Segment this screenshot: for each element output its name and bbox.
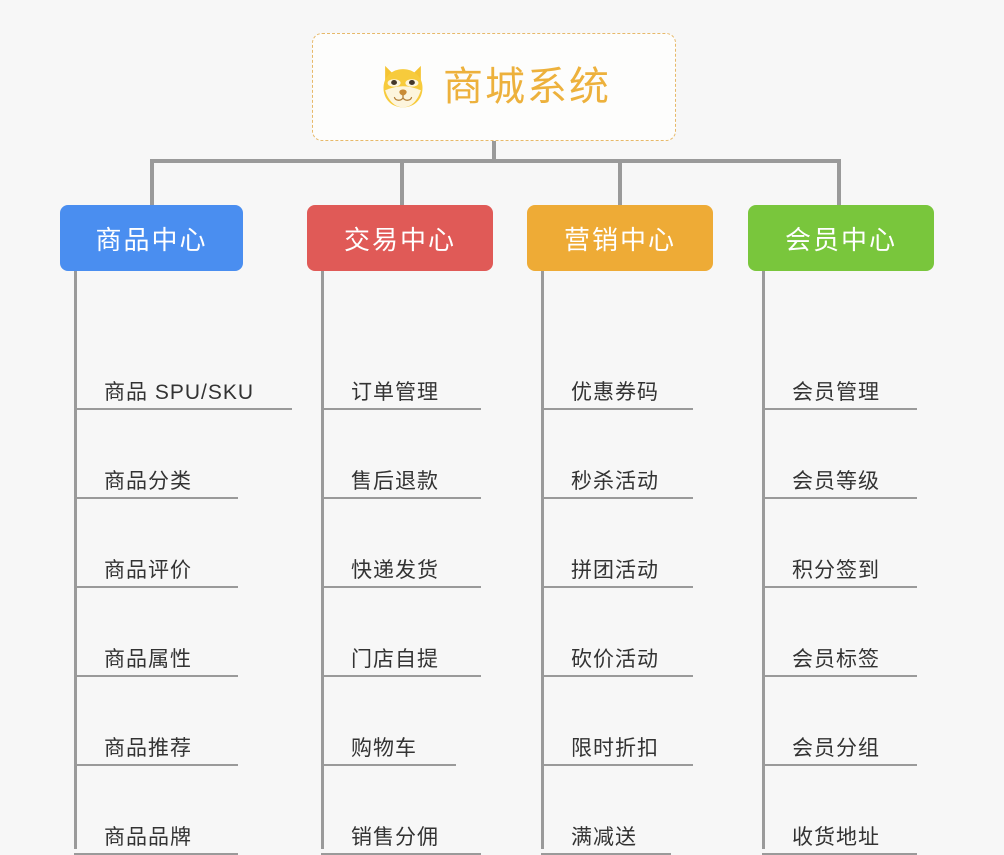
leaf-label: 门店自提: [351, 648, 439, 671]
leaf-item[interactable]: 收货地址: [762, 811, 917, 855]
connector-drop-2: [400, 159, 404, 207]
leaf-label: 商品评价: [104, 559, 192, 582]
leaf-item[interactable]: 销售分佣: [321, 811, 481, 855]
leaf-list-4: 会员管理 会员等级 积分签到 会员标签 会员分组 收货地址: [748, 271, 934, 855]
shiba-dog-face-icon: [383, 65, 423, 108]
leaf-item[interactable]: 会员管理: [762, 366, 917, 410]
leaf-item[interactable]: 会员分组: [762, 722, 917, 766]
leaf-spine-2: [321, 271, 324, 849]
leaf-label: 购物车: [351, 737, 417, 760]
connector-drop-1: [150, 159, 154, 207]
leaf-spine-1: [74, 271, 77, 849]
leaf-item[interactable]: 商品推荐: [74, 722, 238, 766]
leaf-label: 订单管理: [351, 381, 439, 404]
category-label-1: 商品中心: [95, 224, 208, 255]
leaf-label: 会员分组: [792, 737, 880, 760]
branch-column-1: 商品中心 商品 SPU/SKU 商品分类 商品评价 商品属性 商品推荐 商品品牌: [60, 205, 292, 855]
root-title: 商城系统: [443, 65, 611, 109]
leaf-item[interactable]: 门店自提: [321, 633, 481, 677]
branch-column-2: 交易中心 订单管理 售后退款 快递发货 门店自提 购物车 销售分佣: [307, 205, 493, 855]
leaf-item[interactable]: 积分签到: [762, 544, 917, 588]
leaf-item[interactable]: 商品评价: [74, 544, 238, 588]
connector-root-stem: [492, 141, 496, 163]
leaf-item[interactable]: 秒杀活动: [541, 455, 693, 499]
leaf-item[interactable]: 优惠券码: [541, 366, 693, 410]
leaf-list-3: 优惠券码 秒杀活动 拼团活动 砍价活动 限时折扣 满减送: [527, 271, 713, 855]
leaf-label: 限时折扣: [571, 737, 659, 760]
leaf-item[interactable]: 满减送: [541, 811, 671, 855]
leaf-label: 会员标签: [792, 648, 880, 671]
leaf-item[interactable]: 快递发货: [321, 544, 481, 588]
connector-drop-3: [618, 159, 622, 207]
category-box-1[interactable]: 商品中心: [60, 205, 243, 271]
leaf-item[interactable]: 商品 SPU/SKU: [74, 366, 292, 410]
leaf-label: 优惠券码: [571, 381, 659, 404]
leaf-label: 拼团活动: [571, 559, 659, 582]
leaf-label: 商品推荐: [104, 737, 192, 760]
leaf-label: 商品品牌: [104, 826, 192, 849]
leaf-list-1: 商品 SPU/SKU 商品分类 商品评价 商品属性 商品推荐 商品品牌: [60, 271, 292, 855]
leaf-label: 商品 SPU/SKU: [104, 381, 255, 404]
leaf-item[interactable]: 商品属性: [74, 633, 238, 677]
category-label-2: 交易中心: [343, 224, 456, 255]
leaf-item[interactable]: 会员等级: [762, 455, 917, 499]
leaf-label: 售后退款: [351, 470, 439, 493]
leaf-label: 满减送: [571, 826, 637, 849]
leaf-label: 砍价活动: [571, 648, 659, 671]
leaf-spine-4: [762, 271, 765, 849]
leaf-item[interactable]: 售后退款: [321, 455, 481, 499]
leaf-item[interactable]: 购物车: [321, 722, 456, 766]
branch-column-4: 会员中心 会员管理 会员等级 积分签到 会员标签 会员分组 收货地址: [748, 205, 934, 855]
leaf-label: 商品属性: [104, 648, 192, 671]
leaf-label: 会员等级: [792, 470, 880, 493]
leaf-item[interactable]: 砍价活动: [541, 633, 693, 677]
category-label-3: 营销中心: [563, 224, 676, 255]
leaf-label: 收货地址: [792, 826, 880, 849]
leaf-label: 秒杀活动: [571, 470, 659, 493]
category-box-2[interactable]: 交易中心: [307, 205, 493, 271]
leaf-item[interactable]: 限时折扣: [541, 722, 693, 766]
leaf-label: 会员管理: [792, 381, 880, 404]
leaf-item[interactable]: 会员标签: [762, 633, 917, 677]
leaf-item[interactable]: 商品品牌: [74, 811, 238, 855]
category-box-3[interactable]: 营销中心: [527, 205, 713, 271]
leaf-label: 快递发货: [351, 559, 439, 582]
connector-horizontal-bus: [150, 159, 840, 163]
leaf-label: 商品分类: [104, 470, 192, 493]
branch-column-3: 营销中心 优惠券码 秒杀活动 拼团活动 砍价活动 限时折扣 满减送: [527, 205, 713, 855]
leaf-label: 积分签到: [792, 559, 880, 582]
category-box-4[interactable]: 会员中心: [748, 205, 934, 271]
leaf-item[interactable]: 订单管理: [321, 366, 481, 410]
connector-drop-4: [837, 159, 841, 207]
leaf-item[interactable]: 拼团活动: [541, 544, 693, 588]
leaf-list-2: 订单管理 售后退款 快递发货 门店自提 购物车 销售分佣: [307, 271, 493, 855]
leaf-spine-3: [541, 271, 544, 849]
leaf-item[interactable]: 商品分类: [74, 455, 238, 499]
root-node[interactable]: 商城系统: [312, 33, 676, 141]
leaf-label: 销售分佣: [351, 826, 439, 849]
category-label-4: 会员中心: [784, 224, 897, 255]
